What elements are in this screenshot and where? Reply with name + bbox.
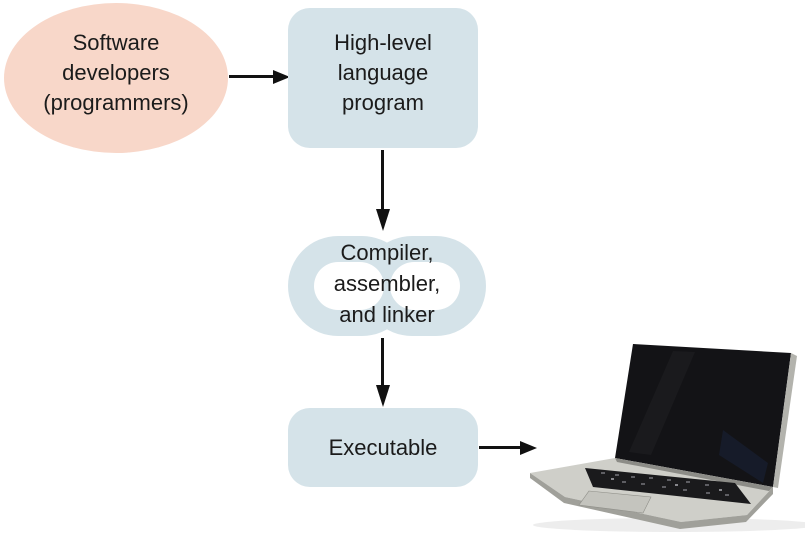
arrow-shaft [479,446,522,449]
arrow-shaft [381,338,384,387]
base-edge [530,473,773,529]
chain-link-icon [288,236,486,336]
node-executable: Executable [288,408,478,487]
keyboard-keys [601,472,729,496]
node-label-line: Compiler, [340,239,434,265]
node-label-line: language [337,60,429,85]
laptop-hinge [615,458,773,491]
arrow-program-to-compiler [376,150,390,231]
arrowhead-down-icon [376,385,390,407]
laptop-screen [615,344,791,487]
screen-glow [719,430,768,483]
laptop-keyboard [585,468,751,504]
arrow-compiler-to-executable [376,338,390,408]
arrowhead-right-icon [273,70,290,84]
arrowhead-down-icon [376,209,390,231]
lid-edge [773,353,797,488]
node-compiler-assembler-linker: Compiler, assembler, and linker [286,234,488,338]
node-label-line: Executable [328,434,438,460]
arrow-executable-to-computer [479,441,540,455]
node-label-line: Software [72,30,160,55]
compiler-label: Compiler, assembler, and linker [266,228,508,338]
arrow-developers-to-program [229,70,290,84]
node-label-line: developers [62,60,170,85]
node-label-line: program [342,90,424,115]
laptop-trackpad [578,490,652,514]
node-label-line: (programmers) [43,90,189,115]
laptop-photo [530,344,805,532]
node-high-level-program: High-level language program [288,8,478,148]
arrowhead-right-icon [520,441,537,455]
node-label-line: High-level [334,30,432,55]
arrow-shaft [229,75,275,78]
node-label-line: and linker [339,301,435,327]
arrow-shaft [381,150,384,211]
node-software-developers: Software developers (programmers) [4,3,228,153]
node-label-line: assembler, [333,270,441,296]
